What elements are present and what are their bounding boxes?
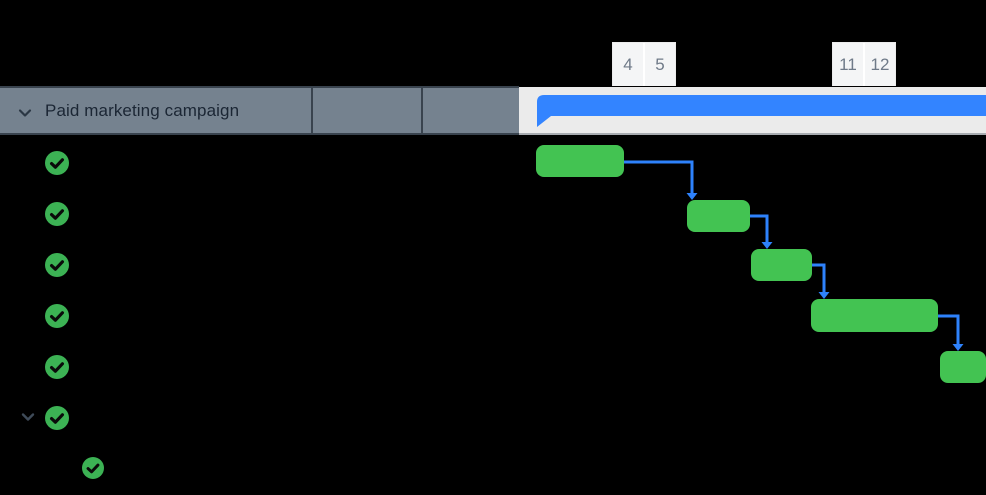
chevron-down-icon[interactable]: [20, 409, 36, 425]
task-bar[interactable]: [940, 351, 986, 383]
status-done-icon: [45, 151, 69, 175]
task-bar[interactable]: [536, 145, 624, 177]
epic-row-left-panel[interactable]: Paid marketing campaign: [0, 86, 519, 135]
date-cell: 11: [833, 43, 863, 86]
epic-summary-bar[interactable]: [537, 95, 986, 128]
task-bar[interactable]: [811, 299, 938, 332]
task-bar[interactable]: [751, 249, 812, 281]
chevron-down-icon[interactable]: [17, 105, 33, 121]
status-done-icon: [45, 202, 69, 226]
epic-title: Paid marketing campaign: [45, 100, 240, 120]
date-cell: 4: [613, 43, 643, 86]
column-divider: [311, 88, 313, 133]
status-done-icon: [45, 253, 69, 277]
status-done-icon: [82, 457, 104, 479]
status-done-icon: [45, 304, 69, 328]
status-done-icon: [45, 355, 69, 379]
date-cell: 12: [865, 43, 895, 86]
status-done-icon: [45, 406, 69, 430]
date-cell: 5: [645, 43, 675, 86]
task-bar[interactable]: [687, 200, 750, 232]
column-divider: [421, 88, 423, 133]
